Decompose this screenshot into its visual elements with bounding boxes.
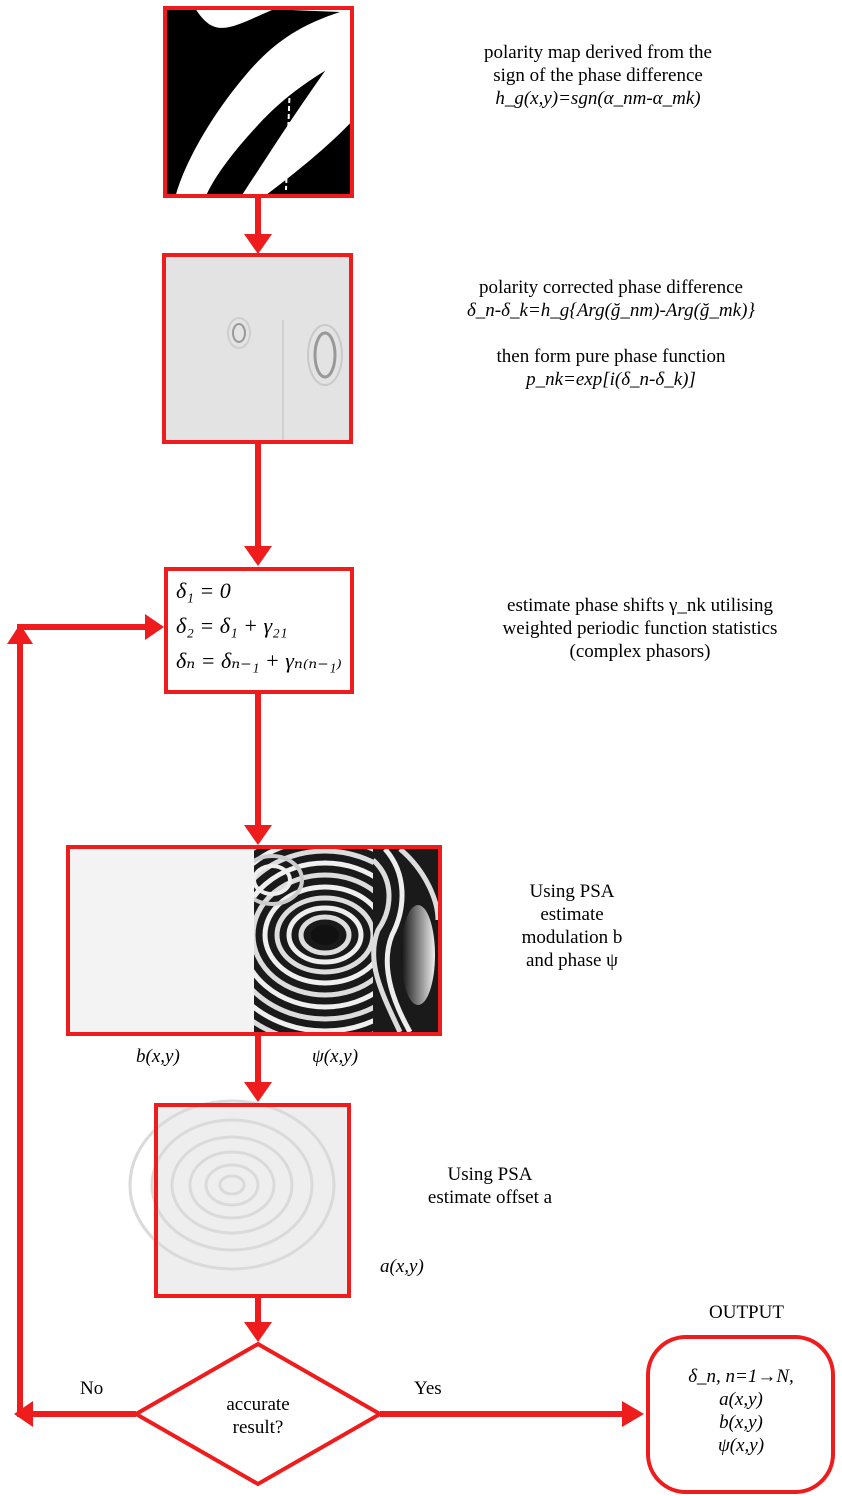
polarity-map-formula: h_g(x,y)=sgn(α_nm-α_mk): [495, 88, 701, 109]
polarity-map-description: polarity map derived from the sign of th…: [428, 41, 768, 110]
yes-label: Yes: [414, 1378, 442, 1399]
modulation-phase-image: [66, 845, 442, 1036]
no-label: No: [80, 1378, 104, 1399]
psa-modulation-description: Using PSA estimate modulation b and phas…: [497, 880, 647, 972]
phase-shift-line1: estimate phase shifts γ_nk utilising: [507, 595, 773, 616]
psa-modulation-line3: modulation b: [521, 927, 623, 948]
label-b: b(x,y): [136, 1046, 180, 1067]
output-box: [646, 1335, 835, 1494]
decision-question: accurate result?: [196, 1393, 320, 1439]
output-line4: ψ(x,y): [717, 1435, 765, 1456]
arrow-4: [244, 1034, 272, 1102]
polarity-corrected-description: polarity corrected phase difference δ_n-…: [428, 276, 794, 391]
phase-shift-description: estimate phase shifts γ_nk utilising wei…: [445, 594, 835, 663]
pure-phase-line: then form pure phase function: [496, 346, 726, 367]
equation-delta-n: δₙ = δₙ₋₁ + γₙ₍ₙ₋₁₎: [176, 648, 342, 673]
label-psi: ψ(x,y): [312, 1046, 359, 1067]
arrow-5: [244, 1296, 272, 1342]
phase-shift-line2: weighted periodic function statistics: [502, 618, 778, 639]
equation-delta-1: δ₁ = 0: [176, 578, 231, 603]
decision-line2: result?: [232, 1417, 284, 1438]
arrow-2: [244, 442, 272, 566]
output-title: OUTPUT: [709, 1302, 784, 1323]
polarity-corrected-image: [162, 253, 353, 444]
decision-diamond: [131, 1341, 385, 1487]
phase-shift-box: [164, 567, 354, 694]
decision-line1: accurate: [226, 1394, 290, 1415]
arrow-1: [244, 196, 272, 254]
output-line3: b(x,y): [719, 1412, 763, 1433]
pure-phase-formula: p_nk=exp[i(δ_n-δ_k)]: [526, 369, 696, 390]
polarity-map-line1: polarity map derived from the: [484, 42, 712, 63]
psa-offset-description: Using PSA estimate offset a: [405, 1163, 575, 1209]
psa-modulation-line2: estimate: [540, 904, 604, 925]
output-line2: a(x,y): [719, 1389, 763, 1410]
psa-offset-line2: estimate offset a: [427, 1187, 553, 1208]
equation-delta-2: δ₂ = δ₁ + γ₂₁: [176, 613, 288, 638]
label-a: a(x,y): [380, 1256, 424, 1277]
offset-image: [128, 1099, 351, 1298]
polarity-corrected-formula: δ_n-δ_k=h_g{Arg(ğ_nm)-Arg(ğ_mk)}: [466, 300, 756, 321]
phase-shift-line3: (complex phasors): [569, 641, 711, 662]
loop-back-arrow: [7, 614, 164, 1427]
arrow-3: [244, 692, 272, 845]
psa-offset-line1: Using PSA: [447, 1164, 533, 1185]
polarity-corrected-line1: polarity corrected phase difference: [479, 277, 743, 298]
polarity-map-image: [163, 6, 354, 198]
output-line1: δ_n, n=1→N,: [688, 1366, 794, 1387]
yes-arrow: [380, 1401, 644, 1427]
psa-modulation-line4: and phase ψ: [525, 950, 619, 971]
polarity-map-line2: sign of the phase difference: [493, 65, 703, 86]
psa-modulation-line1: Using PSA: [529, 881, 615, 902]
output-contents: δ_n, n=1→N, a(x,y) b(x,y) ψ(x,y): [660, 1365, 822, 1457]
